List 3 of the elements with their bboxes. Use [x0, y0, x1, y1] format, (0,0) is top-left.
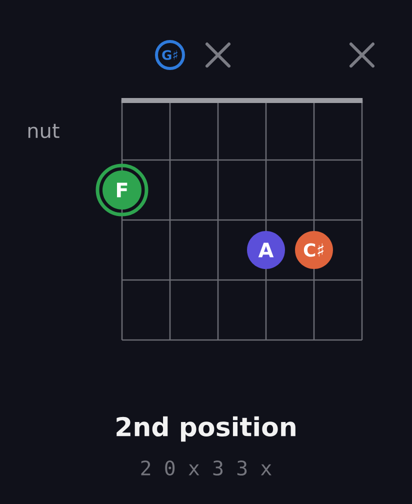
side-label: nut — [28, 124, 60, 138]
caption: 2 0 x 3 3 x — [141, 460, 272, 476]
title: 2nd position — [116, 416, 296, 442]
